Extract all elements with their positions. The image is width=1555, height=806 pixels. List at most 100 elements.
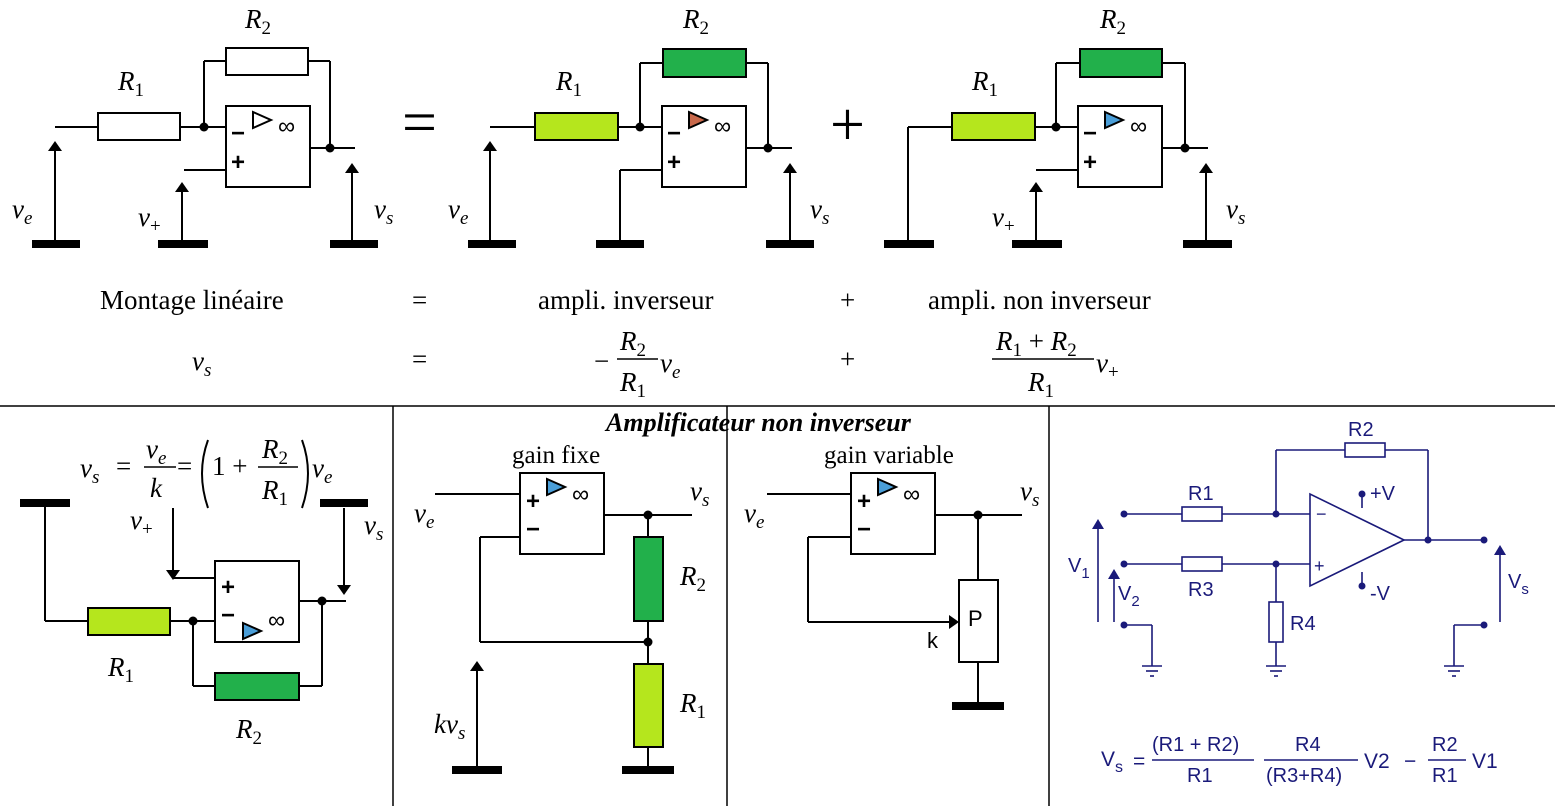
- vs-label: vs: [690, 476, 709, 511]
- resistor-r1: [1181, 506, 1223, 522]
- resistor-r2: [214, 672, 300, 701]
- caption-eq: =: [412, 285, 427, 315]
- vs-label: vs: [1020, 476, 1039, 511]
- gain-variable-label: gain variable: [824, 442, 954, 469]
- panel-1-circuit: vs = ve k = 1 + R2 R1 ve + − ∞ v+: [20, 434, 383, 749]
- inverting-circuit: ∞ − + R1 R2 ve vs: [448, 4, 829, 248]
- infinity-symbol: ∞: [714, 113, 731, 140]
- r1-label: R1: [1188, 483, 1214, 505]
- formula-mid-num: R2: [619, 326, 646, 361]
- formula-mid-den: R1: [619, 367, 646, 402]
- ve-label: ve: [744, 498, 764, 533]
- p1-r2: R2: [261, 434, 288, 469]
- resistor-r2: [225, 47, 309, 76]
- sub-formula-f3-den: R1: [1432, 765, 1458, 787]
- v2-label: V2: [1118, 583, 1140, 610]
- minus-input-label: −: [231, 120, 245, 147]
- resistor-r1: [97, 112, 181, 141]
- ve-label: ve: [414, 498, 434, 533]
- non-inverting-circuit: ∞ − + R1 R2 v+ vs: [884, 4, 1245, 248]
- ve-label: ve: [12, 194, 32, 229]
- plus-sign: +: [830, 91, 865, 159]
- plus-input-label: +: [231, 149, 245, 176]
- potentiometer-label: P: [968, 606, 983, 631]
- r1-label: R1: [107, 652, 134, 687]
- minus-v-label: -V: [1370, 583, 1391, 605]
- vplus-label: v+: [130, 505, 153, 540]
- panel-2-gain-fixe: gain fixe + − ∞ ve vs R2 R1 kvs: [414, 442, 709, 774]
- r1-label: R1: [971, 66, 998, 101]
- resistor-r1: [534, 112, 619, 141]
- formula-eq: =: [412, 344, 427, 374]
- p1-r1: R1: [261, 475, 288, 510]
- sub-formula-eq: =: [1133, 750, 1145, 773]
- sub-formula-v2: V2: [1364, 750, 1390, 773]
- plus-input-label: +: [526, 488, 540, 515]
- kvs-label: kvs: [434, 709, 465, 744]
- plus-input-label: +: [667, 149, 681, 176]
- r4-label: R4: [1290, 613, 1316, 635]
- infinity-symbol: ∞: [1130, 113, 1147, 140]
- p1-eq1: =: [116, 451, 131, 481]
- caption-inverting: ampli. inverseur: [538, 285, 713, 315]
- op-amp-triangle-icon: [242, 621, 264, 641]
- formula-mid-var: ve: [660, 348, 680, 383]
- r2-label: R2: [1099, 4, 1126, 39]
- resistor-r2: [1344, 442, 1386, 458]
- resistor-r4: [1268, 601, 1284, 643]
- formula-right-var: v+: [1096, 348, 1119, 383]
- resistor-r2: [1079, 48, 1163, 78]
- p1-den: k: [150, 473, 163, 503]
- infinity-symbol: ∞: [278, 113, 295, 140]
- minus-input-label: −: [857, 516, 871, 543]
- vs-label: Vs: [1508, 571, 1529, 598]
- formula-plus: +: [840, 344, 855, 374]
- r2-label: R2: [235, 714, 262, 749]
- panel-4-subtractor: R2 R1 R3 R4 − + +V -V: [1068, 419, 1529, 787]
- sub-formula-minus: −: [1404, 750, 1416, 773]
- plus-input-label: +: [857, 488, 871, 515]
- infinity-symbol: ∞: [903, 481, 920, 508]
- vplus-label: v+: [138, 202, 161, 237]
- formula-right-den: R1: [1027, 367, 1054, 402]
- sub-formula-f1-den: R1: [1187, 765, 1213, 787]
- r2-label: R2: [682, 4, 709, 39]
- resistor-r1: [951, 112, 1036, 141]
- caption-non-inverting: ampli. non inverseur: [928, 285, 1151, 315]
- ve-label: ve: [448, 194, 468, 229]
- op-amp-triangle-icon: [1104, 110, 1126, 130]
- op-minus-label: −: [1316, 504, 1327, 524]
- resistor-r1: [87, 607, 171, 636]
- op-plus-label: +: [1314, 556, 1325, 576]
- sub-formula-lhs: Vs: [1101, 748, 1123, 776]
- resistor-r2: [633, 536, 664, 622]
- op-amp-triangle-icon: [252, 110, 274, 130]
- r3-label: R3: [1188, 579, 1214, 601]
- sub-formula-f1-num: (R1 + R2): [1152, 734, 1239, 756]
- sub-formula-f2-num: R4: [1295, 734, 1321, 756]
- linear-circuit: ∞ − + R1 R2 ve v+ vs: [12, 4, 393, 248]
- caption-linear: Montage linéaire: [100, 285, 284, 315]
- formula-minus: −: [594, 346, 609, 376]
- v1-label: V1: [1068, 555, 1090, 582]
- minus-input-label: −: [221, 602, 235, 629]
- p1-one-plus: 1 +: [212, 451, 247, 481]
- gain-fixe-label: gain fixe: [512, 442, 600, 469]
- minus-input-label: −: [1083, 120, 1097, 147]
- p1-vs: vs: [80, 453, 99, 488]
- p1-ve: ve: [312, 453, 332, 488]
- infinity-symbol: ∞: [572, 481, 589, 508]
- r1-label: R1: [117, 66, 144, 101]
- r2-label: R2: [244, 4, 271, 39]
- op-amp: [1309, 492, 1406, 588]
- sub-formula-v1: V1: [1472, 750, 1498, 773]
- plus-input-label: +: [221, 574, 235, 601]
- op-amp-triangle-icon: [688, 110, 710, 130]
- minus-input-label: −: [526, 516, 540, 543]
- plus-input-label: +: [1083, 149, 1097, 176]
- r1-label: R1: [679, 688, 706, 723]
- r1-label: R1: [555, 66, 582, 101]
- equals-sign: =: [402, 89, 437, 157]
- r2-label: R2: [1348, 419, 1374, 441]
